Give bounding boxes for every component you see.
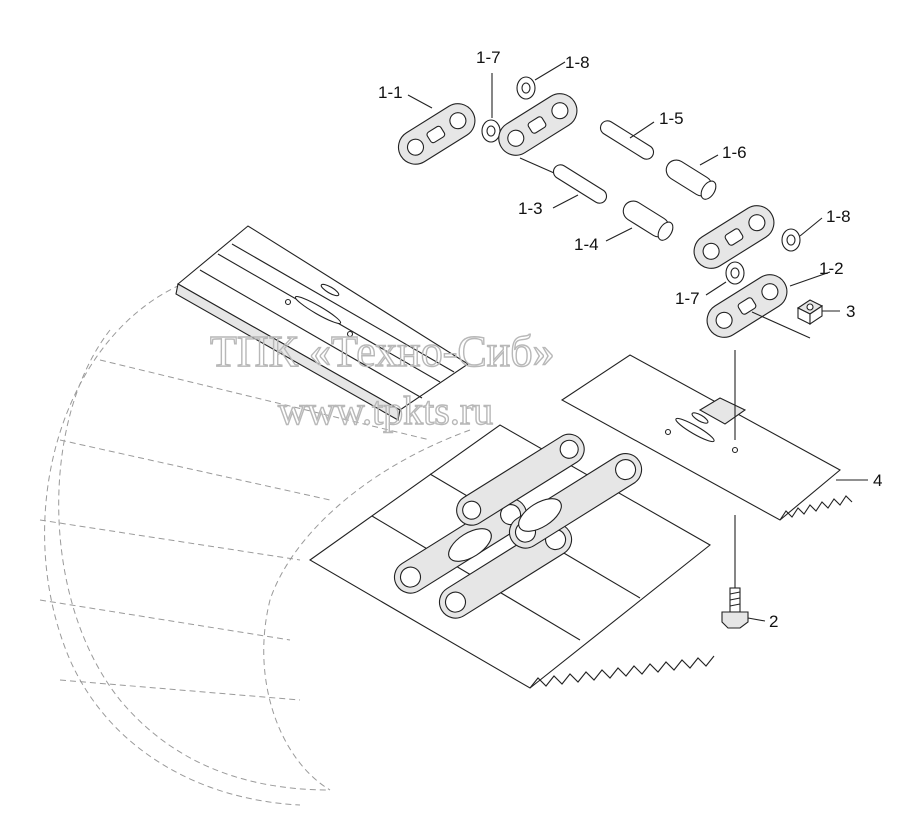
callout-1-8-right: 1-8	[826, 207, 851, 226]
pin-1-3	[552, 164, 608, 204]
callout-1-2: 1-2	[819, 259, 844, 278]
nut-part-3	[796, 299, 824, 326]
bushing-1-4	[622, 200, 674, 241]
watermark: ТПК «Техно-Сиб» www.tpkts.ru	[209, 326, 555, 433]
assembled-chain	[393, 433, 643, 619]
callout-labels: 1-1 1-7 1-8 1-5 1-6 1-3 1-4 1-8 1-2 1-7 …	[378, 48, 882, 631]
callout-1-4: 1-4	[574, 235, 599, 254]
watermark-company: ТПК «Техно-Сиб»	[210, 327, 555, 376]
washer-1-7-right	[725, 261, 745, 285]
callout-1-1: 1-1	[378, 83, 403, 102]
callout-1-3: 1-3	[518, 199, 543, 218]
pin-1-5	[599, 120, 655, 160]
callout-3: 3	[846, 302, 855, 321]
watermark-url: www.tpkts.ru	[278, 388, 493, 433]
callout-1-6: 1-6	[722, 143, 747, 162]
callout-1-5: 1-5	[659, 109, 684, 128]
callout-2: 2	[769, 612, 778, 631]
link-1-2	[706, 274, 811, 339]
link-upper	[498, 93, 578, 181]
callout-4: 4	[873, 471, 882, 490]
track-shoe-part-4	[560, 354, 853, 521]
bolt-part-2	[721, 350, 749, 629]
callout-1-7-top: 1-7	[476, 48, 501, 67]
leader-lines	[407, 61, 868, 622]
link-1-1	[397, 103, 476, 165]
callout-1-7-right: 1-7	[675, 289, 700, 308]
bushing-1-6	[665, 159, 717, 200]
washer-1-7-top	[481, 119, 501, 143]
track-shoe-upper	[175, 225, 470, 421]
track-loop-outline	[39, 284, 471, 806]
washer-1-8-top	[516, 76, 536, 100]
callout-1-8-top: 1-8	[565, 53, 590, 72]
washer-1-8-right	[781, 228, 801, 252]
link-lower	[693, 205, 775, 269]
